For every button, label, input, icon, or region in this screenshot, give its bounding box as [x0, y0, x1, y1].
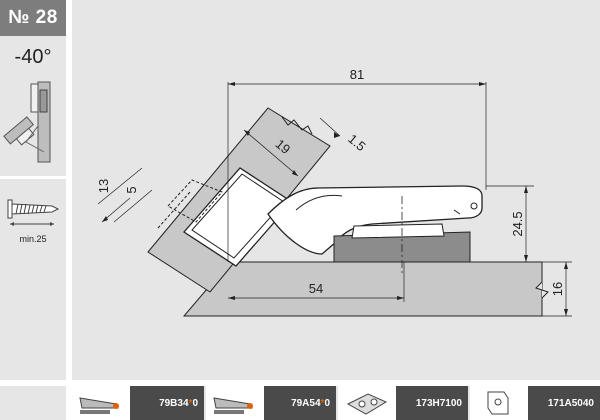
product-code: 171A5040: [528, 386, 600, 420]
product-code: 79B34*0: [130, 386, 204, 420]
hinge-number-badge: № 28: [0, 0, 66, 36]
dimension-81: 81: [350, 67, 364, 82]
screw-icon: [7, 199, 60, 226]
horizontal-divider: [0, 380, 600, 386]
product-code: 79A54*0: [264, 386, 336, 420]
product-item[interactable]: 171A5040: [470, 386, 600, 420]
hinge-arm-icon: [206, 386, 264, 420]
product-item[interactable]: 79A54*0: [206, 386, 336, 420]
dimension-16: 16: [550, 282, 565, 296]
dimension-24-5: 24.5: [510, 211, 525, 236]
dimension-13: 13: [96, 179, 111, 193]
dimension-54: 54: [309, 281, 323, 296]
dimension-5: 5: [124, 186, 139, 193]
screw-length-label: min.25: [19, 234, 47, 244]
vertical-divider: [66, 0, 72, 420]
hinge-angle-thumbnail-icon: [3, 81, 51, 163]
angle-label: -40°: [14, 46, 52, 68]
cabinet-panel: [182, 261, 543, 317]
hinge-arm: [267, 185, 483, 255]
product-item[interactable]: 173H7100: [338, 386, 468, 420]
mounting-plate-icon: [338, 386, 396, 420]
sidebar-divider: [0, 176, 66, 179]
panel-break-mark: [535, 262, 549, 316]
product-strip: 79B34*0 79A54*0 173H7100 171A5040: [72, 386, 600, 420]
product-item[interactable]: 79B34*0: [72, 386, 204, 420]
hinge-arm-icon: [72, 386, 130, 420]
product-code: 173H7100: [396, 386, 468, 420]
dimension-1-5: 1.5: [345, 131, 368, 154]
sidebar: № 28 -40° min.25: [0, 0, 66, 382]
technical-drawing: 81 24.5 16 54 19 1.5 13 5: [96, 67, 572, 317]
cover-cap-icon: [470, 386, 528, 420]
